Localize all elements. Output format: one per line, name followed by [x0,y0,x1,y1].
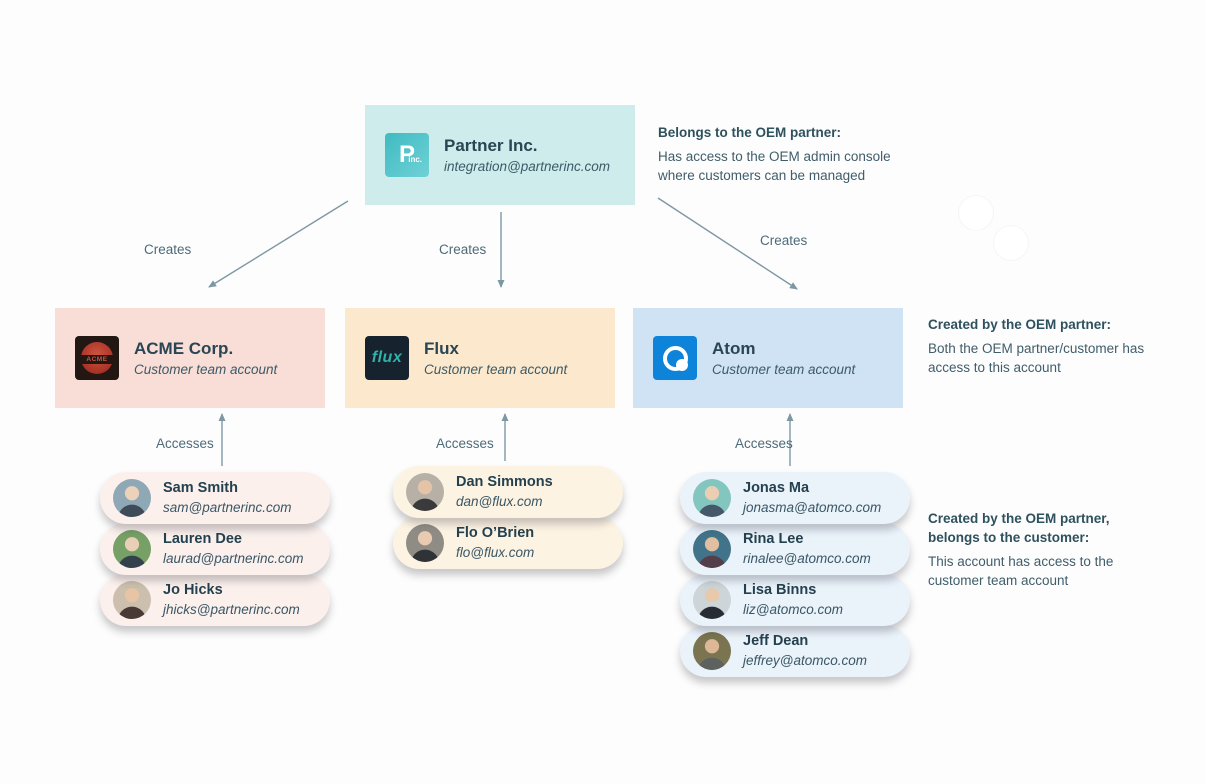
decorative-circle [994,226,1028,260]
accesses-label-flux: Accesses [436,436,494,451]
avatar [113,530,151,568]
partner-email: integration@partnerinc.com [444,158,611,174]
decorative-circle [959,196,993,230]
user-stack-acme: Sam Smith sam@partnerinc.com Lauren Dee … [100,472,330,626]
partner-logo-letter: P [398,141,415,168]
user-name: Rina Lee [743,531,804,548]
avatar [693,530,731,568]
user-name: Jo Hicks [163,582,223,599]
user-email: liz@atomco.com [743,601,843,617]
avatar [406,473,444,511]
acme-logo-text: ACME [86,356,108,363]
annotation-partner: Belongs to the OEM partner: Has access t… [658,124,898,186]
user-name: Jeff Dean [743,633,809,650]
user-name: Lauren Dee [163,531,242,548]
user-email: dan@flux.com [456,493,543,509]
partner-logo-sub: inc. [408,155,422,164]
user-row: Rina Lee rinalee@atomco.com [680,523,910,575]
user-email: rinalee@atomco.com [743,550,871,566]
customer-box-flux: flux Flux Customer team account [345,308,615,408]
creates-arrow-acme [208,200,349,288]
user-row: Lauren Dee laurad@partnerinc.com [100,523,330,575]
annotation-customer-users-title: Created by the OEM partner, belongs to t… [928,511,1110,545]
user-name: Lisa Binns [743,582,817,599]
user-row: Flo O’Brien flo@flux.com [393,517,623,569]
annotation-partner-title: Belongs to the OEM partner: [658,125,842,140]
creates-label-acme: Creates [144,242,192,257]
customer-name-acme: ACME Corp. [134,338,234,358]
user-stack-flux: Dan Simmons dan@flux.com Flo O’Brien flo… [393,466,623,569]
accesses-label-acme: Accesses [156,436,214,451]
user-email: flo@flux.com [456,544,535,560]
annotation-customer-account-title: Created by the OEM partner: [928,317,1112,332]
user-row: Sam Smith sam@partnerinc.com [100,472,330,524]
annotation-partner-body: Has access to the OEM admin console wher… [658,148,891,183]
user-email: jhicks@partnerinc.com [163,601,300,617]
creates-label-atom: Creates [760,233,808,248]
user-email: laurad@partnerinc.com [163,550,304,566]
partner-name: Partner Inc. [444,135,538,155]
user-email: jonasma@atomco.com [743,499,882,515]
user-row: Dan Simmons dan@flux.com [393,466,623,518]
customer-subtitle-acme: Customer team account [134,361,278,377]
annotation-customer-users: Created by the OEM partner, belongs to t… [928,510,1153,591]
avatar [693,479,731,517]
customer-name-atom: Atom [712,338,756,358]
user-email: jeffrey@atomco.com [743,652,867,668]
annotation-customer-users-body: This account has access to the customer … [928,553,1114,588]
acme-logo-icon: ACME [75,336,119,380]
avatar [693,581,731,619]
avatar [113,581,151,619]
customer-subtitle-atom: Customer team account [712,361,856,377]
annotation-customer-account: Created by the OEM partner: Both the OEM… [928,316,1153,378]
user-name: Jonas Ma [743,480,810,497]
partner-inc-logo-icon: P inc. [385,133,429,177]
accesses-label-atom: Accesses [735,436,793,451]
atom-logo-icon [653,336,697,380]
partner-account-box: P inc. Partner Inc. integration@partneri… [365,105,635,205]
acme-logo-circle: ACME [79,342,115,374]
user-row: Lisa Binns liz@atomco.com [680,574,910,626]
flux-logo-icon: flux [365,336,409,380]
customer-subtitle-flux: Customer team account [424,361,568,377]
annotation-customer-account-body: Both the OEM partner/customer has access… [928,340,1145,375]
customer-box-acme: ACME ACME Corp. Customer team account [55,308,325,408]
avatar [693,632,731,670]
user-name: Flo O’Brien [456,525,535,542]
user-row: Jonas Ma jonasma@atomco.com [680,472,910,524]
user-email: sam@partnerinc.com [163,499,292,515]
user-stack-atom: Jonas Ma jonasma@atomco.com Rina Lee rin… [680,472,910,677]
atom-logo-ring [662,345,688,371]
customer-box-atom: Atom Customer team account [633,308,903,408]
creates-label-flux: Creates [439,242,487,257]
user-name: Dan Simmons [456,474,553,491]
user-row: Jeff Dean jeffrey@atomco.com [680,625,910,677]
avatar [113,479,151,517]
flux-logo-text: flux [371,349,403,366]
atom-logo-dot [676,359,688,371]
avatar [406,524,444,562]
user-name: Sam Smith [163,480,238,497]
customer-name-flux: Flux [424,338,459,358]
user-row: Jo Hicks jhicks@partnerinc.com [100,574,330,626]
